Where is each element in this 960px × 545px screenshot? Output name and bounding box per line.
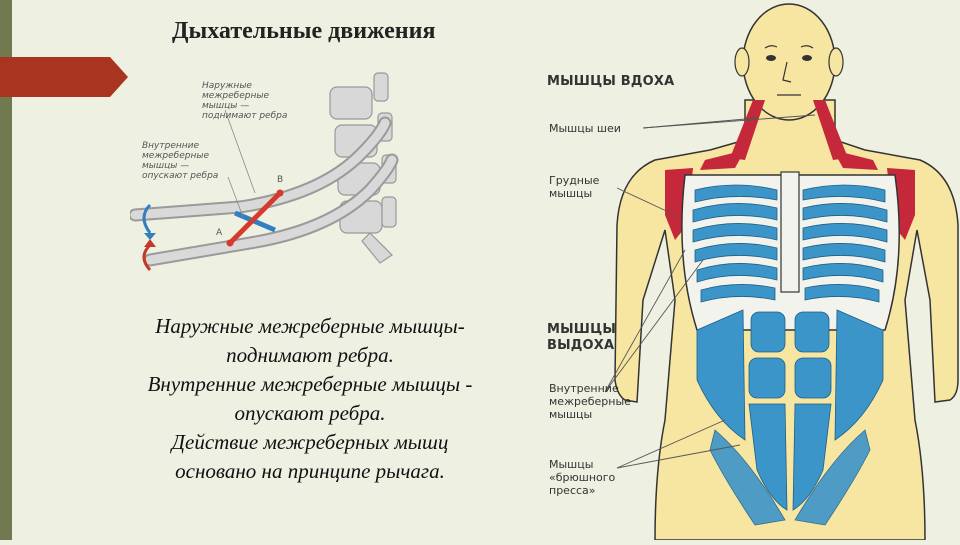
body-line: Наружные межреберные мышцы- (100, 312, 520, 341)
abdominal-muscles-label: Мышцы «брюшного пресса» (549, 458, 615, 497)
respiratory-muscles-illustration: МЫШЦЫ ВДОХА Мышцы шеи Грудные мышцы МЫШЦ… (525, 0, 960, 540)
body-line: основано на принципе рычага. (100, 457, 520, 486)
inhale-muscles-heading: МЫШЦЫ ВДОХА (547, 74, 674, 90)
body-line: поднимают ребра. (100, 341, 520, 370)
rib-lever-diagram: Наружные межреберные мышцы — поднимают р… (130, 65, 420, 280)
internal-intercostal-anatomy-label: Внутренние межреберные мышцы (549, 382, 631, 421)
body-line: Действие межреберных мышц (100, 428, 520, 457)
body-line: Внутренние межреберные мышцы - (100, 370, 520, 399)
neck-muscles-label: Мышцы шеи (549, 122, 621, 135)
exhale-muscles-heading: МЫШЦЫ ВЫДОХА (547, 322, 616, 354)
internal-intercostal-label: Внутренние межреберные мышцы — опускают … (142, 141, 218, 181)
sternum (781, 172, 799, 292)
chest-muscles-label: Грудные мышцы (549, 174, 599, 200)
external-intercostal-label: Наружные межреберные мышцы — поднимают р… (202, 81, 287, 121)
point-a-label: A (216, 228, 222, 238)
red-arrow-tab (0, 57, 130, 97)
body-text: Наружные межреберные мышцы- поднимают ре… (100, 312, 520, 486)
slide-title: Дыхательные движения (172, 18, 435, 45)
point-b-label: B (277, 175, 283, 185)
body-line: опускают ребра. (100, 399, 520, 428)
